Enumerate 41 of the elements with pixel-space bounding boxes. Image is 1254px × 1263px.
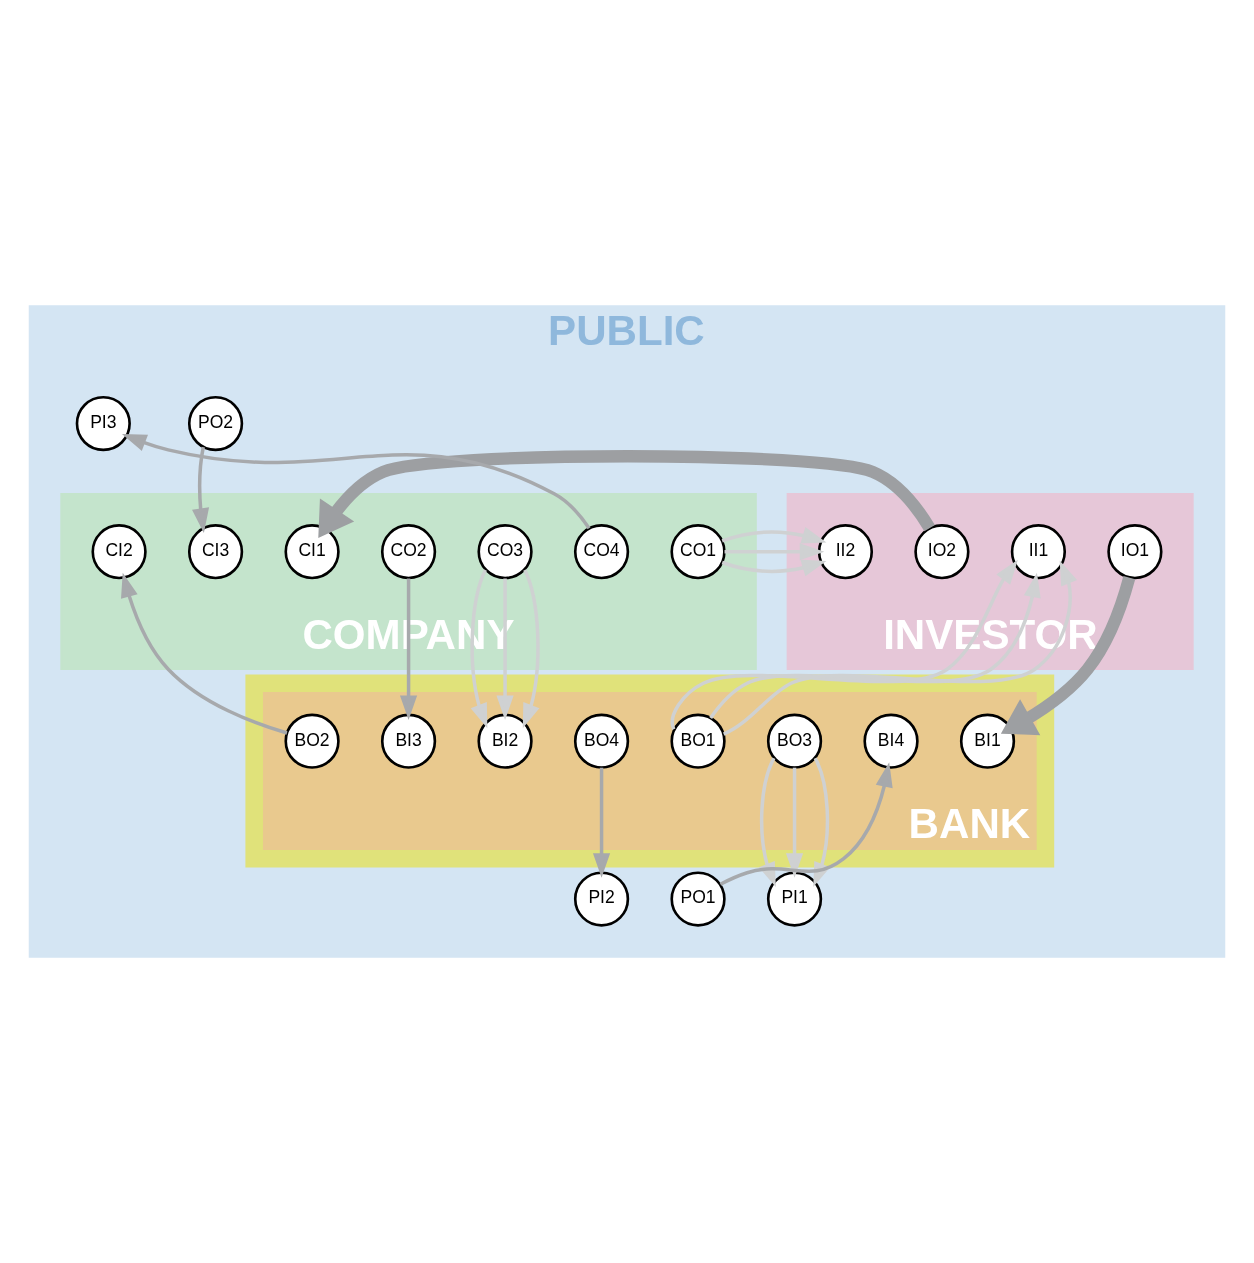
arrow <box>721 559 827 577</box>
arrow <box>721 527 827 544</box>
node-circle: IO1 <box>1107 524 1163 580</box>
arrow <box>709 572 1041 719</box>
arrow <box>1000 576 1136 736</box>
arrow <box>399 578 418 721</box>
arrow <box>670 559 1018 730</box>
node-circle: CI1 <box>284 524 340 580</box>
arrow <box>592 767 611 878</box>
node-circle: CO1 <box>670 524 726 580</box>
node-circle: PI1 <box>766 871 823 927</box>
arrow <box>496 578 514 721</box>
arrow <box>121 572 288 735</box>
arrow <box>785 767 804 878</box>
arrow <box>192 446 210 533</box>
arrow <box>318 450 935 538</box>
node-circle: CO3 <box>477 524 533 580</box>
node-circle: BI2 <box>477 713 533 769</box>
node-circle: BO1 <box>670 713 726 769</box>
node-circle: BI4 <box>863 713 919 769</box>
node-circle: PO1 <box>670 871 726 927</box>
node-circle: BO2 <box>284 713 340 769</box>
arrow <box>470 569 488 729</box>
node-circle: BI3 <box>380 713 437 769</box>
node-circle: PO2 <box>187 395 244 452</box>
node-circle: IO2 <box>914 524 970 580</box>
node-circle: PI3 <box>75 395 131 452</box>
node-circle: BO4 <box>573 713 630 769</box>
node-circle: CO2 <box>380 524 437 580</box>
arrow <box>722 560 1078 736</box>
node-circle: II2 <box>817 524 874 580</box>
node-circle: PI2 <box>573 871 630 927</box>
node-circle: CI3 <box>187 524 244 580</box>
node-circle: CO4 <box>573 524 630 580</box>
node-circle: II1 <box>1010 524 1067 580</box>
arrow <box>522 569 540 729</box>
node-circle: BO3 <box>766 713 823 769</box>
node-circle: CI2 <box>91 524 147 580</box>
arrow <box>724 543 825 561</box>
arrow <box>121 434 591 530</box>
node-circle: BI1 <box>959 713 1016 769</box>
